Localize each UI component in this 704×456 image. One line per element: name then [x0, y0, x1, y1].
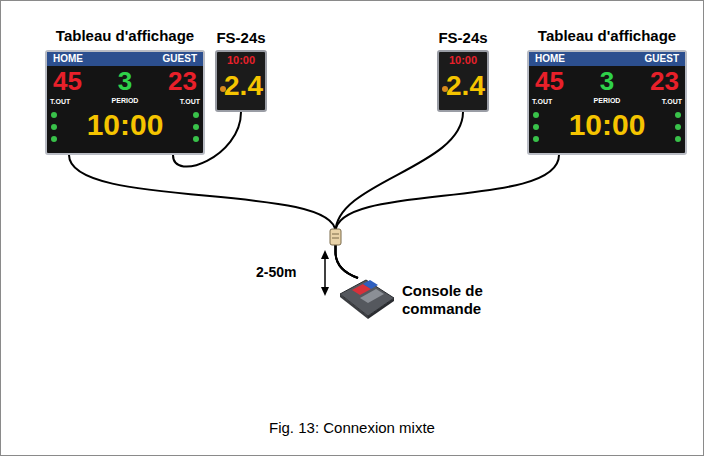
clock-digits: 10:00: [399, 55, 527, 66]
team-label: HOME: [53, 54, 83, 64]
timeout-lamp: [675, 112, 681, 118]
timeout-lamp: [533, 112, 539, 118]
team-label: GUEST: [163, 54, 197, 64]
dimension-arrow: [321, 250, 329, 296]
clock-digits: 10:00: [489, 110, 704, 140]
device-heading: Tableau d'affichage: [489, 28, 704, 43]
control-console: Console de commande: [336, 278, 396, 320]
timeout-label: T.OUT: [180, 98, 200, 105]
cable: [336, 155, 560, 278]
clock-digits: 10:00: [177, 55, 305, 66]
timeout-lamp: [675, 136, 681, 142]
period-digit: 3: [7, 68, 243, 94]
shot-clock: FS-24s10:002.4: [215, 50, 267, 112]
timeout-lamp: [675, 124, 681, 130]
clock-digits: 10:00: [7, 110, 243, 140]
timeout-label: T.OUT: [532, 98, 552, 105]
timeout-lamp: [193, 124, 199, 130]
scoreboard: Tableau d'affichageHOMEGUEST45323T.OUTPE…: [45, 50, 205, 155]
device-label: Console de commande: [402, 282, 502, 318]
figure-caption: Fig. 13: Connexion mixte: [0, 420, 704, 435]
team-label: HOME: [535, 54, 565, 64]
shot-clock: FS-24s10:002.4: [437, 50, 489, 112]
device-heading: FS-24s: [177, 30, 305, 45]
timeout-label: T.OUT: [662, 98, 682, 105]
score-digits: 45: [535, 68, 564, 94]
timeout-lamp: [51, 124, 57, 130]
score-digits: 23: [168, 68, 197, 94]
device-heading: FS-24s: [399, 30, 527, 45]
cable: [69, 155, 358, 278]
dimension-label: 2-50m: [256, 265, 296, 279]
timeout-lamp: [51, 112, 57, 118]
timeout-lamp: [533, 136, 539, 142]
scoreboard: Tableau d'affichageHOMEGUEST45323T.OUTPE…: [527, 50, 687, 155]
console-device: [336, 278, 396, 320]
shot-clock-digits: 2.4: [404, 72, 527, 100]
score-digits: 23: [650, 68, 679, 94]
team-label: GUEST: [645, 54, 679, 64]
timeout-lamp: [533, 124, 539, 130]
timeout-lamp: [193, 136, 199, 142]
score-digits: 45: [53, 68, 82, 94]
timeout-label: T.OUT: [50, 98, 70, 105]
device-heading: Tableau d'affichage: [7, 28, 243, 43]
period-label: PERIOD: [7, 97, 243, 104]
timeout-lamp: [193, 112, 199, 118]
cable-connector: [330, 229, 341, 245]
timeout-lamp: [51, 136, 57, 142]
shot-clock-digits: 2.4: [182, 72, 305, 100]
